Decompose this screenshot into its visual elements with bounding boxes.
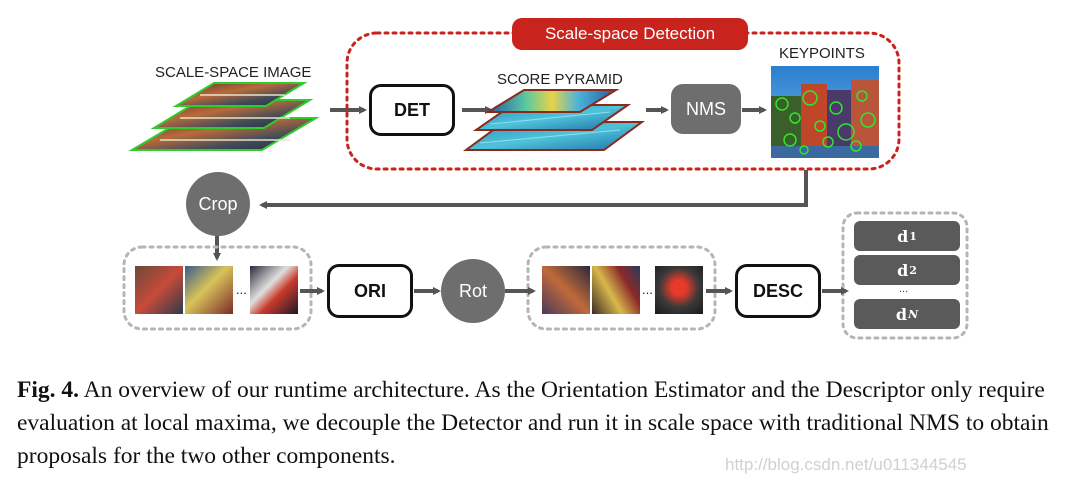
crop-patch (185, 266, 233, 314)
descriptor-group-border (841, 211, 969, 340)
arrow-keypoints-to-crop (259, 170, 808, 209)
crop-node: Crop (186, 172, 250, 236)
descriptor-base: d (895, 304, 908, 324)
ori-node: ORI (327, 264, 413, 318)
crop-patch (250, 266, 298, 314)
figure-caption: Fig. 4. An overview of our runtime archi… (17, 374, 1077, 473)
rotated-patch (542, 266, 590, 314)
scale-space-image-label: SCALE-SPACE IMAGE (155, 64, 312, 81)
desc-node: DESC (735, 264, 821, 318)
detection-group-border (345, 31, 901, 171)
watermark: http://blog.csdn.net/u011344545 (725, 455, 967, 474)
score-pyramid-label: SCORE PYRAMID (497, 71, 623, 88)
descriptor-ellipsis: ... (899, 283, 909, 295)
nms-node: NMS (671, 84, 741, 134)
caption-text: An overview of our runtime architecture.… (17, 377, 1049, 469)
rot-node: Rot (441, 259, 505, 323)
descriptor-base: d (897, 260, 909, 280)
keypoints-label: KEYPOINTS (779, 45, 865, 62)
descriptor-subscript: 1 (909, 229, 917, 243)
crop-patch (135, 266, 183, 314)
scale-space-image-stack (128, 82, 320, 151)
rotated-patch (592, 266, 640, 314)
rotated-patch (655, 266, 703, 314)
caption-label: Fig. 4. (17, 377, 80, 403)
rotated-patch-ellipsis: ... (642, 282, 653, 297)
patch-group-1-border (122, 245, 313, 331)
keypoints-image (771, 66, 879, 158)
descriptor-subscript: 2 (909, 263, 917, 277)
patch-ellipsis: ... (236, 282, 247, 297)
descriptor-subscript: N (908, 307, 919, 321)
architecture-diagram: SCALE-SPACE IMAGE SCORE PYRAMID KEYPOINT… (122, 18, 969, 340)
det-node: DET (369, 84, 455, 136)
diagram-graphics (122, 31, 969, 340)
descriptor-base: d (897, 226, 909, 246)
detection-group-title: Scale-space Detection (512, 18, 748, 50)
score-pyramid-stack (462, 89, 646, 151)
